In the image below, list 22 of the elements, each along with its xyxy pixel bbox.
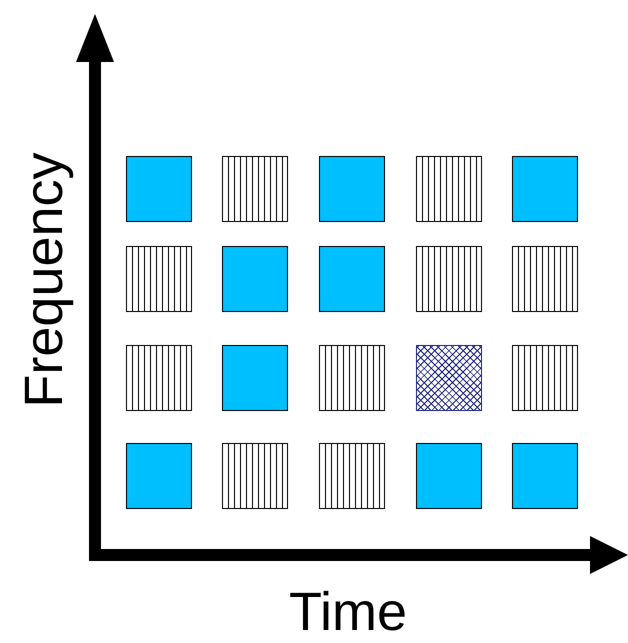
filled-square [222,246,288,312]
striped-square [319,345,385,411]
filled-square [222,345,288,411]
striped-square [416,156,482,222]
striped-square [416,246,482,312]
striped-square [512,246,578,312]
filled-square [319,156,385,222]
axis-label: Time [289,585,407,639]
filled-square [126,443,192,509]
filled-square [512,156,578,222]
filled-square [416,443,482,509]
filled-square [126,156,192,222]
striped-square [126,246,192,312]
striped-square [126,345,192,411]
filled-square [319,246,385,312]
striped-square [512,345,578,411]
axis-label: Frequency [17,152,71,408]
striped-square [319,443,385,509]
striped-square [222,156,288,222]
striped-square [222,443,288,509]
filled-square [512,443,578,509]
crosshatched-square [416,345,482,411]
